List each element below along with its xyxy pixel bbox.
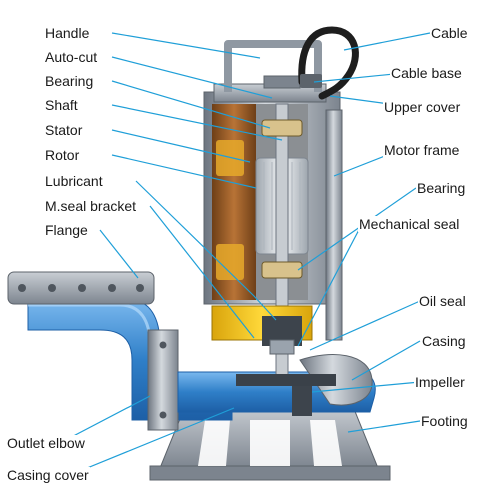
flange <box>7 271 155 305</box>
label-handle: Handle <box>44 25 91 41</box>
handle <box>224 40 322 92</box>
label-casing: Casing <box>421 333 467 349</box>
label-bearing-left: Bearing <box>44 73 95 89</box>
lubricant <box>211 305 313 355</box>
label-cable: Cable <box>430 25 469 41</box>
upper-cover <box>213 75 327 103</box>
label-mseal-bracket: M.seal bracket <box>44 198 138 214</box>
label-shaft: Shaft <box>44 97 79 113</box>
impeller <box>236 374 336 386</box>
upper-bearing <box>261 119 303 137</box>
label-motor-frame: Motor frame <box>383 142 461 158</box>
label-mechanical-seal: Mechanical seal <box>358 216 461 232</box>
cable <box>298 26 359 100</box>
casing-cover <box>147 329 179 431</box>
label-bearing-right: Bearing <box>416 180 467 196</box>
label-flange: Flange <box>44 222 89 238</box>
label-impeller: Impeller <box>414 374 466 390</box>
label-rotor: Rotor <box>44 147 81 163</box>
label-cable-base: Cable base <box>390 65 463 81</box>
label-stator: Stator <box>44 122 84 138</box>
label-outlet-elbow: Outlet elbow <box>6 435 86 451</box>
label-auto-cut: Auto-cut <box>44 49 99 65</box>
label-upper-cover: Upper cover <box>383 99 462 115</box>
cable-base <box>300 74 322 88</box>
label-casing-cover: Casing cover <box>6 467 90 483</box>
lower-bearing <box>261 261 303 279</box>
label-lubricant: Lubricant <box>44 173 104 189</box>
label-oil-seal: Oil seal <box>418 293 467 309</box>
label-footing: Footing <box>420 413 469 429</box>
